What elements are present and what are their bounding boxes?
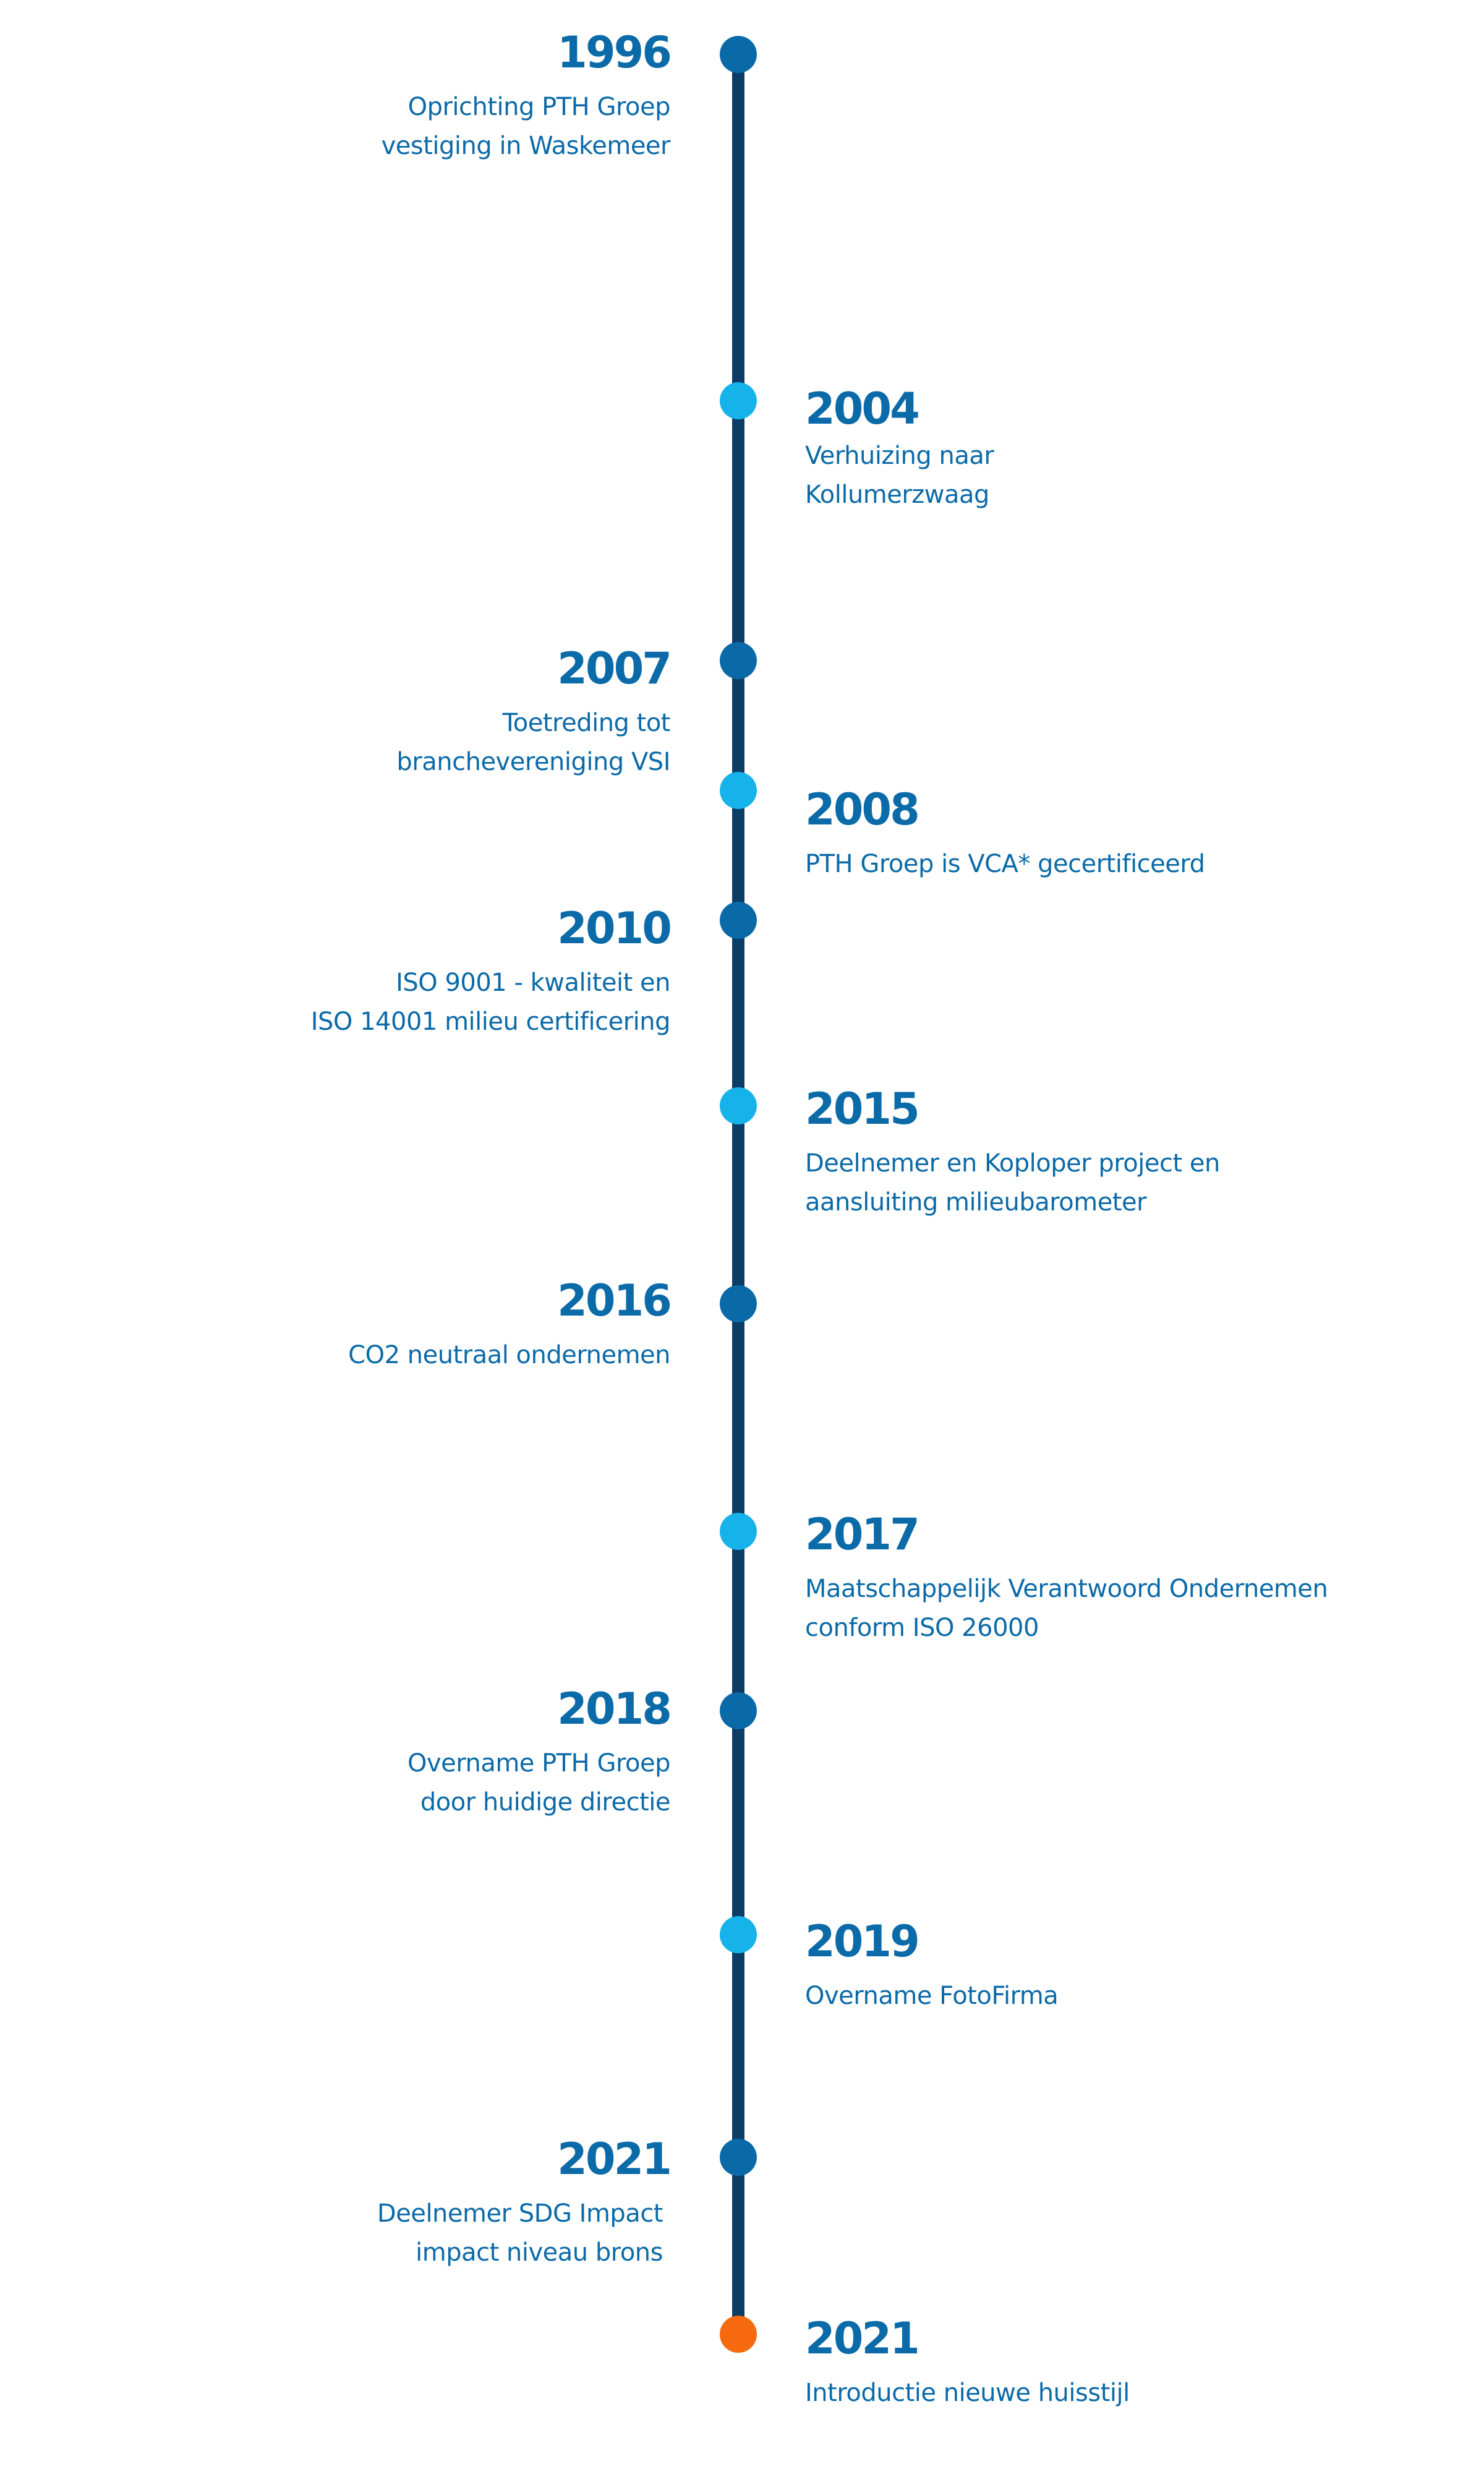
timeline-event: 2021 Introductie nieuwe huisstijl <box>805 2311 1362 2413</box>
timeline-event: 1996 Oprichting PTH Groep vestiging in W… <box>114 25 672 166</box>
event-year: 2007 <box>557 643 672 694</box>
event-year: 2017 <box>805 1509 920 1560</box>
event-description: Deelnemer en Koploper project en aanslui… <box>805 1149 1220 1217</box>
timeline-event: 2015 Deelnemer en Koploper project en aa… <box>805 1081 1362 1222</box>
event-year: 2004 <box>805 383 920 434</box>
event-description: PTH Groep is VCA* gecertificeerd <box>805 850 1205 878</box>
event-description: Overname FotoFirma <box>805 1982 1059 2010</box>
timeline-event: 2017 Maatschappelijk Verantwoord Onderne… <box>805 1507 1362 1648</box>
timeline-dot <box>720 1087 757 1124</box>
timeline-line <box>732 56 744 2332</box>
timeline-dot <box>720 1513 757 1550</box>
timeline-event: 2007 Toetreding tot branchevereniging VS… <box>114 641 672 782</box>
timeline-event: 2019 Overname FotoFirma <box>805 1914 1362 2016</box>
event-year: 2018 <box>557 1684 672 1734</box>
event-description: Maatschappelijk Verantwoord Ondernemen c… <box>805 1575 1328 1642</box>
timeline-event: 2018 Overname PTH Groep door huidige dir… <box>114 1681 672 1822</box>
timeline-dot <box>720 902 757 939</box>
event-year: 1996 <box>557 27 672 78</box>
timeline-dot <box>720 1285 757 1322</box>
timeline-event: 2016 CO2 neutraal ondernemen <box>114 1273 672 1375</box>
event-year: 2008 <box>805 784 920 835</box>
event-description: Toetreding tot branchevereniging VSI <box>396 709 670 776</box>
event-description: ISO 9001 - kwaliteit en ISO 14001 milieu… <box>310 969 671 1036</box>
event-year: 2019 <box>805 1916 920 1967</box>
timeline-dot <box>720 2316 757 2353</box>
event-year: 2021 <box>805 2313 920 2364</box>
event-description: CO2 neutraal ondernemen <box>348 1341 670 1369</box>
timeline-event: 2004 Verhuizing naar Kollumerzwaag <box>805 381 1362 515</box>
timeline-dot <box>720 2139 757 2176</box>
timeline-event: 2021 Deelnemer SDG Impact impact niveau … <box>114 2131 672 2272</box>
timeline-dot <box>720 36 757 73</box>
timeline-dot <box>720 642 757 679</box>
timeline-dot <box>720 382 757 419</box>
timeline-dot <box>720 1692 757 1729</box>
event-year: 2010 <box>557 903 672 954</box>
event-description: Introductie nieuwe huisstijl <box>805 2379 1130 2407</box>
event-description: Verhuizing naar Kollumerzwaag <box>805 442 994 509</box>
event-description: Overname PTH Groep door huidige directie <box>407 1749 671 1817</box>
timeline-event: 2010 ISO 9001 - kwaliteit en ISO 14001 m… <box>114 901 672 1042</box>
event-description: Deelnemer SDG Impact impact niveau brons <box>377 2199 663 2267</box>
event-year: 2021 <box>557 2134 672 2185</box>
timeline-dot <box>720 1916 757 1953</box>
timeline-dot <box>720 772 757 809</box>
event-year: 2016 <box>557 1275 672 1326</box>
event-year: 2015 <box>805 1084 920 1134</box>
timeline-event: 2008 PTH Groep is VCA* gecertificeerd <box>805 782 1362 884</box>
event-description: Oprichting PTH Groep vestiging in Waskem… <box>381 93 671 160</box>
